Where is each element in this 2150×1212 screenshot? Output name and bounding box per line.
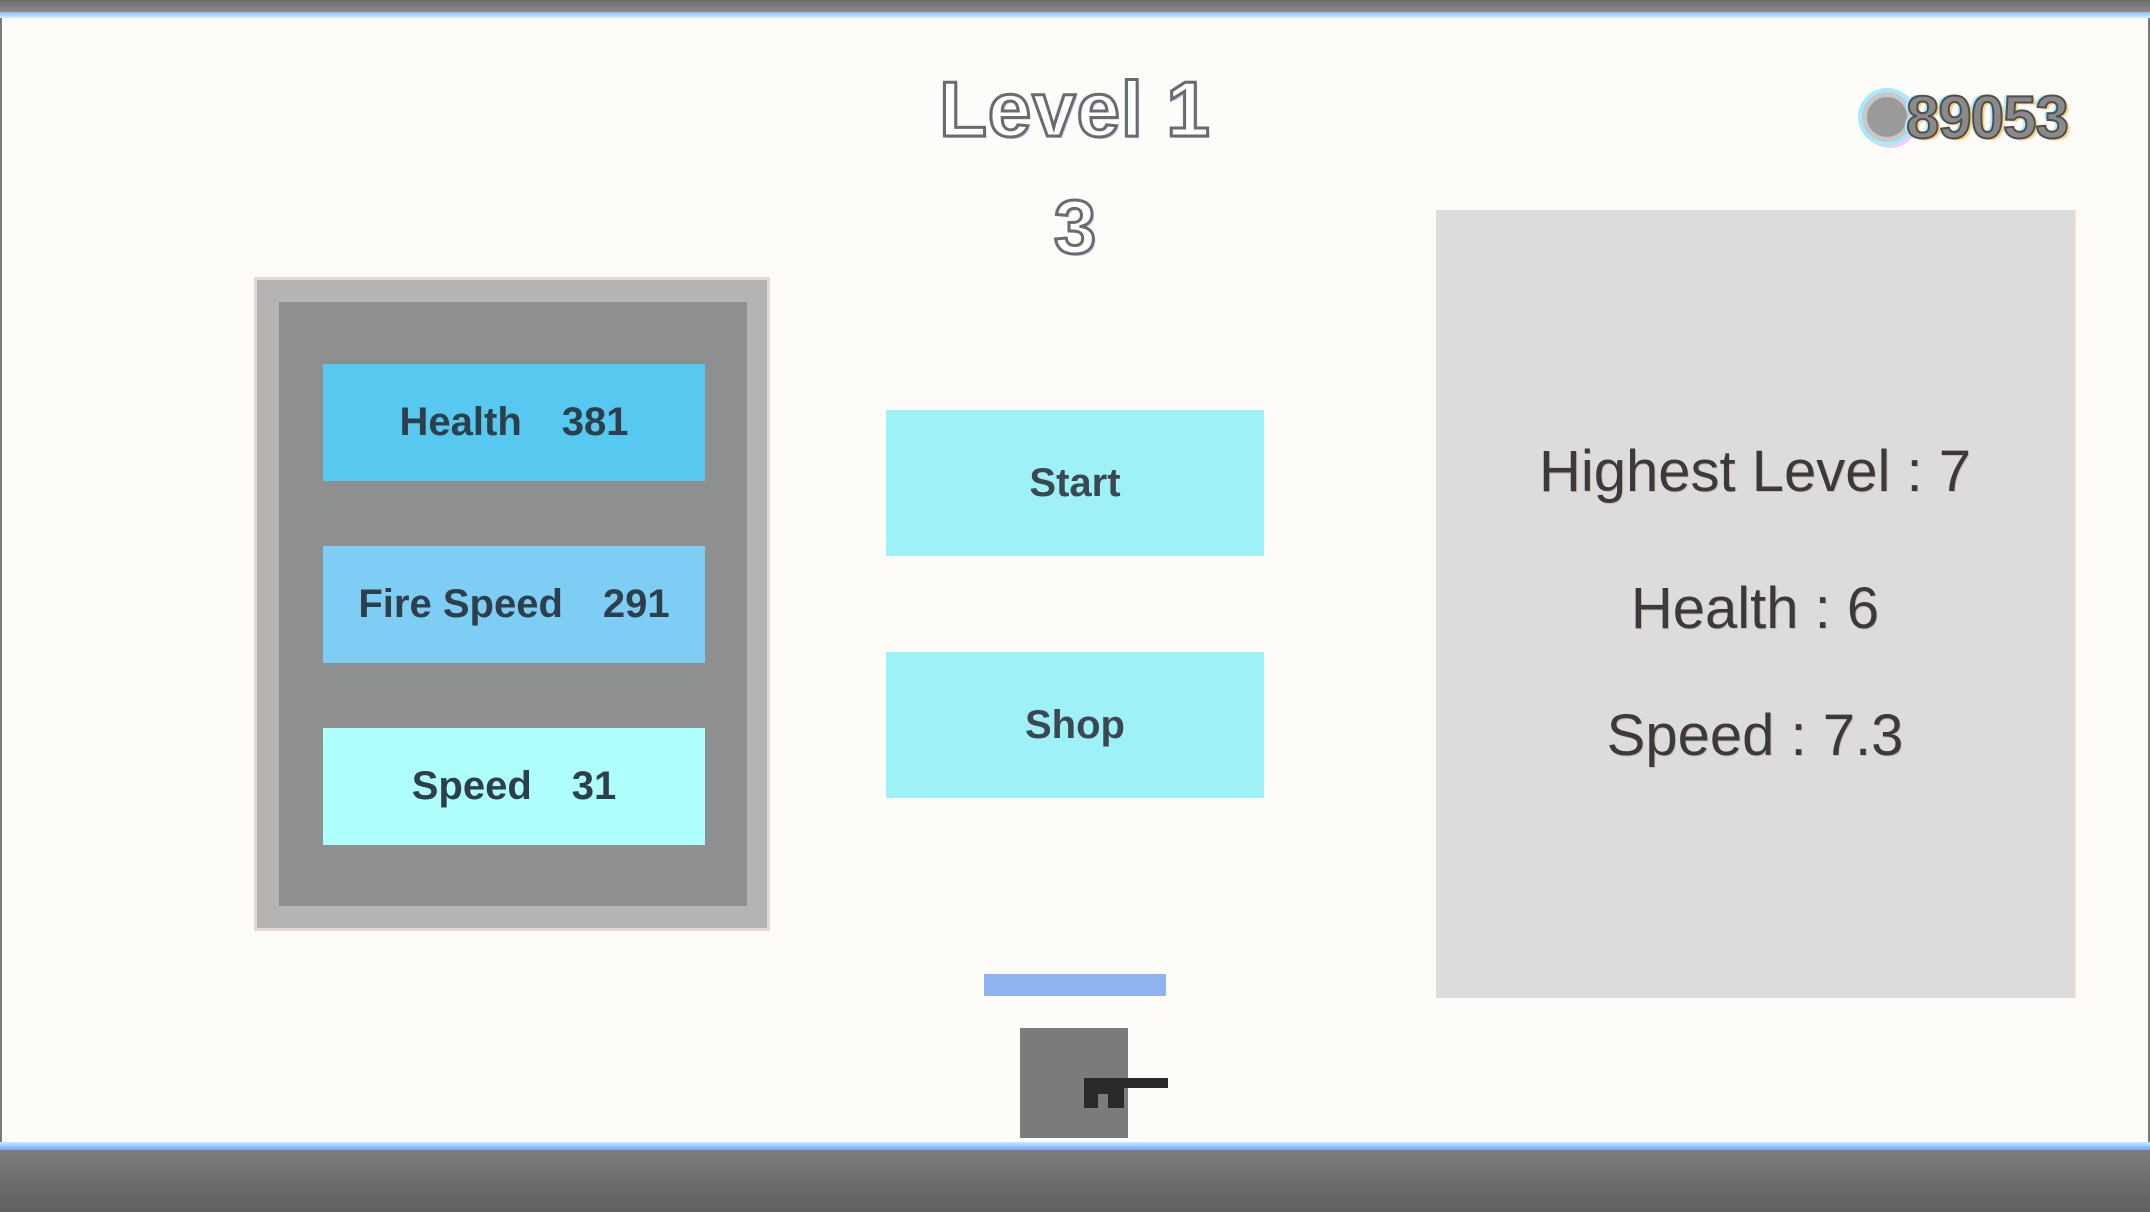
upgrade-health-button[interactable]: Health 381: [323, 364, 705, 481]
health-stat: Health : 6: [1630, 576, 1880, 641]
shop-button[interactable]: Shop: [886, 652, 1264, 798]
coin-counter: 89053: [1862, 82, 2070, 152]
upgrade-health-label: Health: [399, 400, 522, 444]
start-button[interactable]: Start: [886, 410, 1264, 556]
level-title: Level 1: [938, 64, 1212, 155]
upgrade-fire-speed-label: Fire Speed: [358, 582, 563, 626]
speed-stat: Speed : 7.3: [1606, 703, 1904, 768]
stats-panel: Highest Level : 7 Health : 6 Speed : 7.3: [1436, 210, 2074, 998]
bottom-accent-stripe: [0, 1142, 2150, 1150]
upgrade-speed-button[interactable]: Speed 31: [323, 728, 705, 845]
player-health-bar: [984, 974, 1166, 996]
upgrade-speed-label: Speed: [411, 764, 532, 808]
upgrade-health-cost: 381: [561, 400, 629, 444]
upgrade-fire-speed-cost: 291: [602, 582, 670, 626]
countdown-number: 3: [1052, 184, 1097, 272]
upgrade-speed-cost: 31: [571, 764, 617, 808]
upgrade-fire-speed-button[interactable]: Fire Speed 291: [323, 546, 705, 663]
gun-barrel: [1084, 1078, 1168, 1088]
coin-icon: [1862, 92, 1912, 142]
top-accent-stripe: [0, 12, 2150, 18]
coin-amount: 89053: [1905, 83, 2070, 152]
highest-level-stat: Highest Level : 7: [1538, 439, 1972, 504]
top-border: [0, 0, 2150, 12]
upgrade-panel-inner: Health 381 Fire Speed 291 Speed 31: [279, 302, 747, 906]
bottom-border: [0, 1150, 2150, 1212]
upgrade-panel: Health 381 Fire Speed 291 Speed 31: [257, 280, 767, 928]
gun-grip-gap: [1098, 1094, 1108, 1108]
